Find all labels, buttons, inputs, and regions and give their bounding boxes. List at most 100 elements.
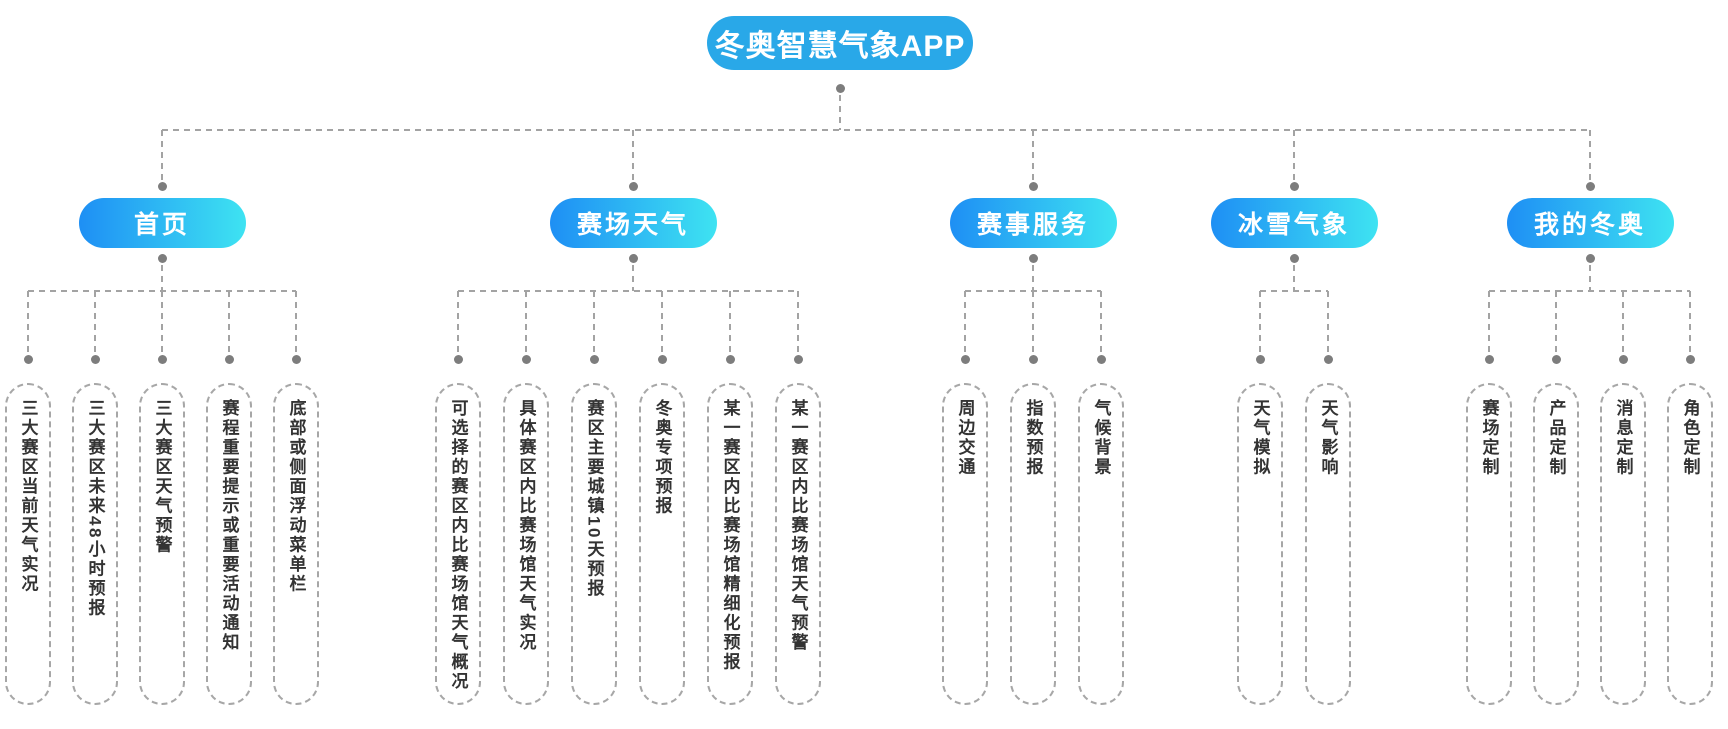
connector-dot: [1028, 254, 1038, 263]
leaf-node[interactable]: 冬奥专项预报: [639, 383, 685, 705]
leaf-label: 周边交通: [955, 399, 975, 477]
connector-line-leaf: [1555, 291, 1557, 353]
connector-dot: [1551, 355, 1561, 364]
connector-line-leaf: [1327, 291, 1329, 353]
connector-line-sub: [1293, 265, 1295, 291]
leaf-label: 气候背景: [1091, 399, 1111, 477]
leaf-label: 可选择的赛区内比赛场馆天气概况: [448, 399, 468, 692]
connector-dot: [1289, 254, 1299, 263]
leaf-node[interactable]: 三大赛区天气预警: [139, 383, 185, 705]
branch-node-home[interactable]: 首页: [78, 198, 246, 248]
leaf-label: 天气影响: [1318, 399, 1338, 477]
connector-dot: [1618, 355, 1628, 364]
connector-dot: [628, 254, 638, 263]
connector-line-leaf: [457, 291, 459, 353]
leaf-node[interactable]: 某一赛区内比赛场馆精细化预报: [707, 383, 753, 705]
connector-dot: [835, 84, 845, 93]
connector-line-branch: [1589, 130, 1591, 180]
connector-line-root: [839, 95, 841, 130]
leaf-node[interactable]: 底部或侧面浮动菜单栏: [273, 383, 319, 705]
leaf-node[interactable]: 天气影响: [1305, 383, 1351, 705]
leaf-label: 指数预报: [1023, 399, 1043, 477]
connector-line-leaf: [27, 291, 29, 353]
connector-line-leaf: [661, 291, 663, 353]
leaf-label: 底部或侧面浮动菜单栏: [286, 399, 306, 594]
connector-line-leaf: [161, 291, 163, 353]
leaf-node[interactable]: 周边交通: [942, 383, 988, 705]
connector-line-leaf: [295, 291, 297, 353]
branch-node-event-service[interactable]: 赛事服务: [949, 198, 1117, 248]
leaf-node[interactable]: 三大赛区当前天气实况: [5, 383, 51, 705]
connector-dot: [1255, 355, 1265, 364]
connector-dot: [157, 182, 167, 191]
connector-dot: [1096, 355, 1106, 364]
connector-line-sub: [161, 265, 163, 291]
leaf-node[interactable]: 某一赛区内比赛场馆天气预警: [775, 383, 821, 705]
connector-line-leaf: [1032, 291, 1034, 353]
connector-line-level1: [162, 129, 1590, 131]
connector-dot: [157, 254, 167, 263]
connector-dot: [224, 355, 234, 364]
leaf-node[interactable]: 赛区主要城镇10天预报: [571, 383, 617, 705]
leaf-node[interactable]: 可选择的赛区内比赛场馆天气概况: [435, 383, 481, 705]
connector-dot: [1323, 355, 1333, 364]
connector-dot: [291, 355, 301, 364]
connector-line-branch: [632, 130, 634, 180]
connector-line-leaf: [1488, 291, 1490, 353]
leaf-label: 某一赛区内比赛场馆精细化预报: [720, 399, 740, 672]
connector-line-branch: [1032, 130, 1034, 180]
connector-line-sub: [1032, 265, 1034, 291]
connector-dot: [1685, 355, 1695, 364]
connector-line-leaf: [797, 291, 799, 353]
connector-dot: [453, 355, 463, 364]
leaf-node[interactable]: 角色定制: [1667, 383, 1713, 705]
leaf-label: 消息定制: [1613, 399, 1633, 477]
connector-dot: [628, 182, 638, 191]
connector-line-leaf: [729, 291, 731, 353]
leaf-node[interactable]: 天气模拟: [1237, 383, 1283, 705]
connector-dot: [589, 355, 599, 364]
connector-line-leaf: [94, 291, 96, 353]
connector-line-sub: [632, 265, 634, 291]
leaf-label: 赛区主要城镇10天预报: [584, 399, 604, 599]
connector-dot: [1289, 182, 1299, 191]
leaf-label: 赛场定制: [1479, 399, 1499, 477]
connector-line-sub: [1260, 290, 1328, 292]
connector-line-leaf: [1622, 291, 1624, 353]
leaf-label: 赛程重要提示或重要活动通知: [219, 399, 239, 653]
connector-dot: [1585, 182, 1595, 191]
leaf-node[interactable]: 具体赛区内比赛场馆天气实况: [503, 383, 549, 705]
connector-line-leaf: [525, 291, 527, 353]
connector-dot: [793, 355, 803, 364]
connector-dot: [1484, 355, 1494, 364]
branch-node-venue-weather[interactable]: 赛场天气: [549, 198, 717, 248]
leaf-label: 具体赛区内比赛场馆天气实况: [516, 399, 536, 653]
leaf-label: 天气模拟: [1250, 399, 1270, 477]
leaf-label: 三大赛区未来48小时预报: [85, 399, 105, 618]
leaf-node[interactable]: 气候背景: [1078, 383, 1124, 705]
leaf-node[interactable]: 指数预报: [1010, 383, 1056, 705]
connector-line-branch: [1293, 130, 1295, 180]
root-node[interactable]: 冬奥智慧气象APP: [707, 16, 973, 70]
leaf-label: 三大赛区天气预警: [152, 399, 172, 555]
connector-line-leaf: [1689, 291, 1691, 353]
leaf-label: 三大赛区当前天气实况: [18, 399, 38, 594]
connector-line-leaf: [1259, 291, 1261, 353]
leaf-node[interactable]: 赛程重要提示或重要活动通知: [206, 383, 252, 705]
connector-line-sub: [458, 290, 798, 292]
leaf-node[interactable]: 赛场定制: [1466, 383, 1512, 705]
leaf-node[interactable]: 产品定制: [1533, 383, 1579, 705]
connector-dot: [725, 355, 735, 364]
branch-node-snow-weather[interactable]: 冰雪气象: [1210, 198, 1378, 248]
leaf-node[interactable]: 三大赛区未来48小时预报: [72, 383, 118, 705]
connector-dot: [960, 355, 970, 364]
connector-line-sub: [1589, 265, 1591, 291]
leaf-label: 产品定制: [1546, 399, 1566, 477]
connector-line-sub: [1489, 290, 1690, 292]
connector-line-leaf: [228, 291, 230, 353]
leaf-node[interactable]: 消息定制: [1600, 383, 1646, 705]
connector-dot: [657, 355, 667, 364]
branch-node-my-olympics[interactable]: 我的冬奥: [1506, 198, 1674, 248]
connector-dot: [1585, 254, 1595, 263]
